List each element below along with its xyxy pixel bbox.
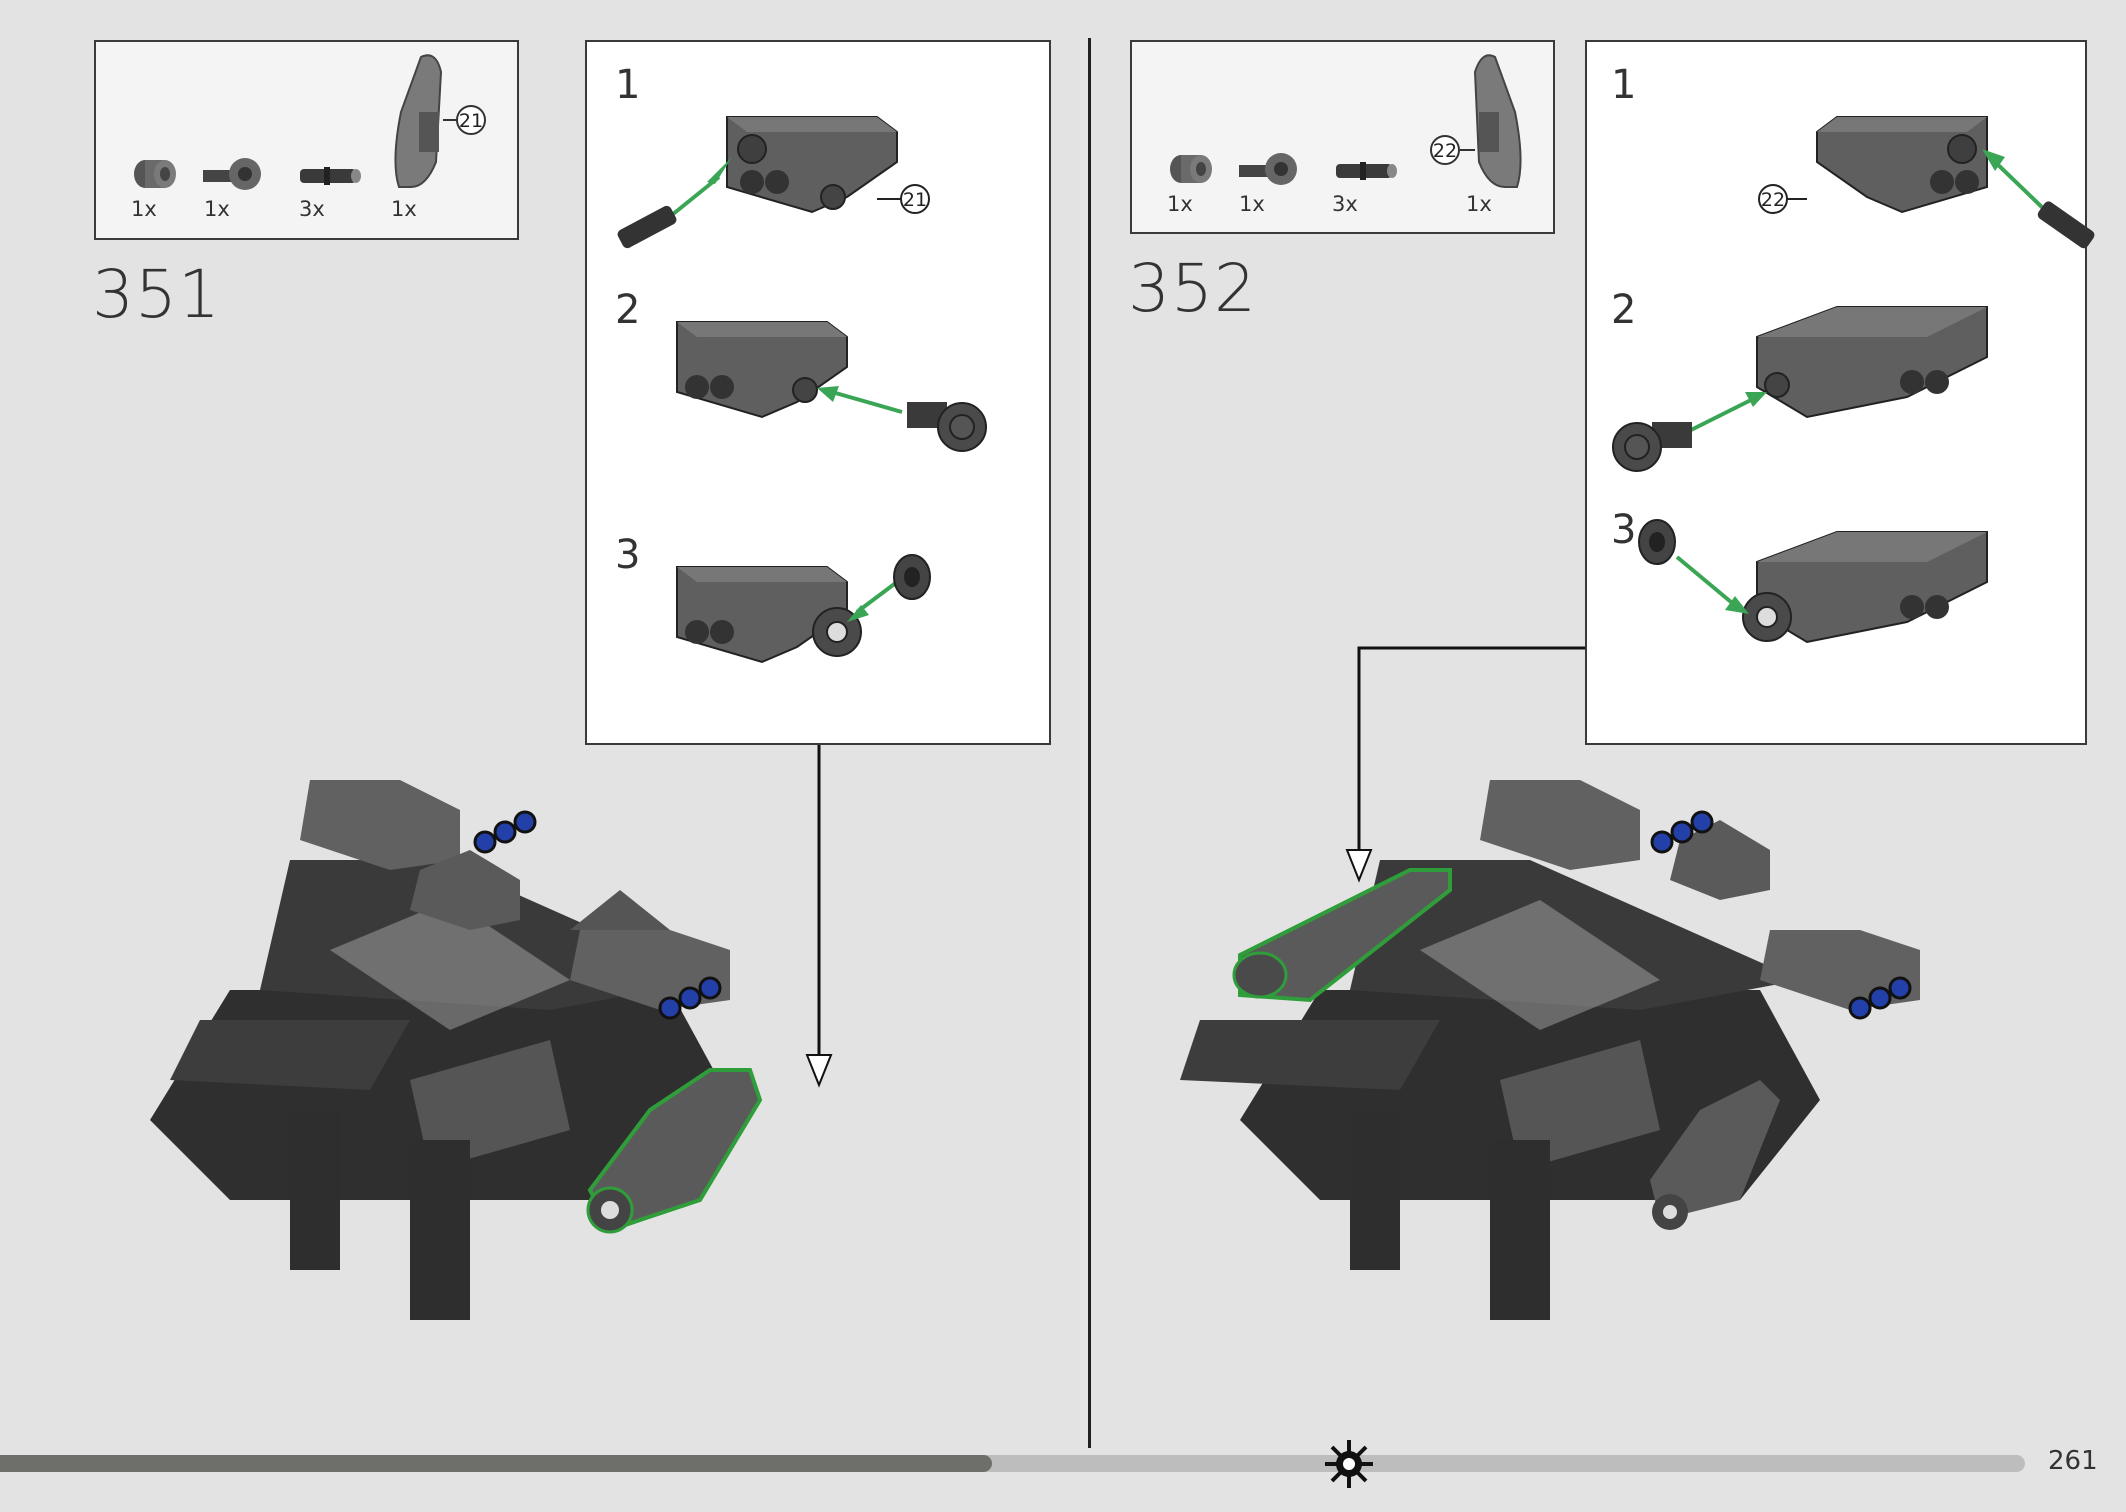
qty-pin: 3x bbox=[1332, 192, 1358, 216]
blue-pin-ends bbox=[1650, 810, 1912, 1020]
substep-callout-21: 21 bbox=[903, 189, 927, 211]
substep-3-illustration bbox=[1638, 519, 1988, 644]
page-divider bbox=[1088, 38, 1091, 1448]
substep-callout-22: 22 bbox=[1761, 189, 1785, 211]
substep-1-illustration: 21 bbox=[617, 116, 930, 249]
substep-number: 3 bbox=[1611, 507, 1637, 553]
qty-bush: 1x bbox=[131, 197, 157, 221]
bush-icon bbox=[134, 160, 176, 188]
axle-pin-connector-icon bbox=[1239, 153, 1297, 185]
substep-number: 2 bbox=[1611, 287, 1637, 333]
substep-box-352: 1 2 3 22 bbox=[1585, 40, 2095, 745]
substep-number: 1 bbox=[615, 62, 641, 108]
gear-star-icon bbox=[1325, 1440, 1373, 1488]
model-body bbox=[1180, 780, 1920, 1320]
model-illustration-351 bbox=[150, 780, 763, 1320]
model-body bbox=[150, 780, 730, 1320]
substep-2-illustration bbox=[1612, 306, 1988, 472]
axle-pin-connector-icon bbox=[203, 158, 261, 190]
progress-fill bbox=[0, 1455, 992, 1472]
substep-number: 2 bbox=[615, 287, 641, 333]
bush-icon bbox=[1170, 155, 1212, 183]
friction-pin-icon bbox=[1336, 162, 1397, 180]
qty-connector: 1x bbox=[1239, 192, 1265, 216]
part-callout-21: 21 bbox=[459, 110, 483, 132]
substep-number: 1 bbox=[1611, 62, 1637, 108]
qty-panel: 1x bbox=[1466, 192, 1492, 216]
step-number-352: 352 bbox=[1128, 250, 1257, 327]
qty-connector: 1x bbox=[204, 197, 230, 221]
substep-2-illustration bbox=[676, 321, 987, 452]
parts-list-box-352: 22 1x 1x 3x 1x bbox=[1130, 40, 1555, 234]
highlighted-new-part bbox=[586, 1068, 763, 1234]
page-number: 261 bbox=[2048, 1446, 2098, 1476]
highlighted-new-part bbox=[1232, 868, 1452, 1003]
part-callout-22: 22 bbox=[1433, 140, 1457, 162]
substep-box-351: 1 2 3 21 bbox=[585, 40, 1051, 745]
panel-22-icon: 22 bbox=[1430, 54, 1522, 188]
substep-number: 3 bbox=[615, 532, 641, 578]
substep-3-illustration bbox=[676, 554, 931, 664]
connector-line-351 bbox=[805, 745, 833, 1088]
substep-1-illustration: 22 bbox=[1758, 116, 2095, 249]
connector-line-352 bbox=[1345, 646, 1585, 883]
qty-panel: 1x bbox=[391, 197, 417, 221]
friction-pin-icon bbox=[300, 167, 361, 185]
panel-21-icon: 21 bbox=[394, 54, 486, 188]
qty-pin: 3x bbox=[299, 197, 325, 221]
step-number-351: 351 bbox=[92, 256, 221, 333]
friction-pin-part bbox=[740, 170, 789, 194]
qty-bush: 1x bbox=[1167, 192, 1193, 216]
model-illustration-352 bbox=[1180, 780, 1920, 1320]
blue-pin-ends bbox=[473, 810, 722, 1020]
parts-list-box-351: 21 1x 1x 3x 1x bbox=[94, 40, 519, 240]
